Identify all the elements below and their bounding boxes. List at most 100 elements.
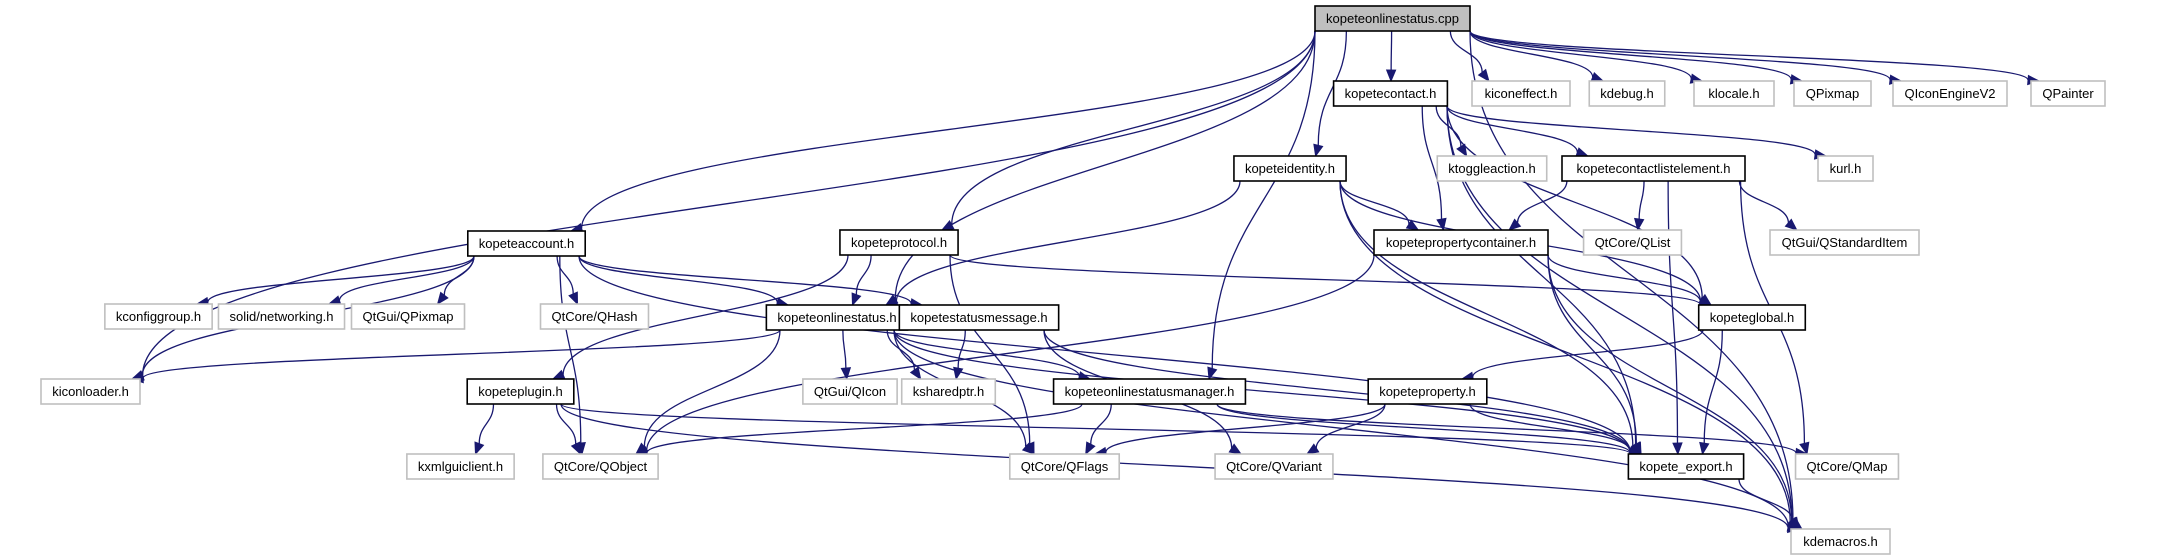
node-label: klocale.h — [1708, 86, 1759, 101]
node-kiconeffect-h[interactable]: kiconeffect.h — [1471, 80, 1571, 107]
node-kopeteidentity-h[interactable]: kopeteidentity.h — [1233, 155, 1347, 182]
node-kopeteproperty-h[interactable]: kopeteproperty.h — [1367, 378, 1488, 405]
node-box — [466, 230, 587, 257]
edge-kopeteprotocol-h-to-kopeteonlinestatus-h — [855, 254, 872, 295]
node-kopetepropertycontainer-h[interactable]: kopetepropertycontainer.h — [1373, 229, 1549, 256]
node-box — [1582, 229, 1683, 256]
node-kopetestatusmessage-h[interactable]: kopetestatusmessage.h — [898, 304, 1060, 331]
node-box — [1627, 453, 1745, 480]
node-klocale-h[interactable]: klocale.h — [1693, 80, 1775, 107]
node-label: kopetecontactlistelement.h — [1577, 161, 1731, 176]
edge-kopeteproperty-h-to-qtcore-qflags — [1105, 403, 1386, 453]
arrowhead-icon — [474, 441, 485, 456]
edge-kopeteglobal-h-to-kopete-export-h — [1703, 329, 1723, 444]
node-qtcore-qhash[interactable]: QtCore/QHash — [539, 303, 650, 330]
node-kdemacros-h[interactable]: kdemacros.h — [1790, 528, 1891, 555]
node-qtgui-qpixmap[interactable]: QtGui/QPixmap — [350, 303, 466, 330]
node-label: kopetestatusmessage.h — [910, 310, 1047, 325]
edge-kopeteonlinestatus-h-to-kdemacros-h — [893, 329, 1789, 527]
node-kiconloader-h[interactable]: kiconloader.h — [40, 378, 141, 405]
node-box — [406, 453, 515, 480]
node-qtcore-qobject[interactable]: QtCore/QObject — [542, 453, 659, 480]
node-ktoggleaction-h[interactable]: ktoggleaction.h — [1436, 155, 1548, 182]
node-label: QtCore/QVariant — [1226, 459, 1322, 474]
node-label: kopeteonlinestatusmanager.h — [1065, 384, 1235, 399]
node-box — [1314, 5, 1471, 32]
edge-kopeteonlinestatus-cpp-to-kopeteidentity-h — [1317, 30, 1348, 146]
node-qpainter[interactable]: QPainter — [2030, 80, 2106, 107]
node-kconfiggroup-h[interactable]: kconfiggroup.h — [104, 303, 213, 330]
node-label: QtCore/QList — [1595, 235, 1671, 250]
node-qtcore-qmap[interactable]: QtCore/QMap — [1794, 453, 1900, 480]
arrowhead-icon — [953, 366, 964, 381]
edge-kopeteonlinestatus-h-to-kopeteonlinestatusmanager-h — [893, 329, 1080, 377]
edge-kopetecontact-h-to-kopeteglobal-h — [1446, 105, 1703, 299]
node-label: QtCore/QMap — [1807, 459, 1888, 474]
node-solid-networking-h[interactable]: solid/networking.h — [217, 303, 346, 330]
arrowhead-icon — [1228, 443, 1243, 455]
node-qtcore-qvariant[interactable]: QtCore/QVariant — [1214, 453, 1334, 480]
node-kdebug-h[interactable]: kdebug.h — [1588, 80, 1666, 107]
node-box — [1697, 304, 1807, 331]
node-label: ktoggleaction.h — [1448, 161, 1535, 176]
edge-kopeteonlinestatus-cpp-to-kdebug-h — [1469, 30, 1594, 78]
node-kopeteplugin-h[interactable]: kopeteplugin.h — [466, 378, 575, 405]
node-qtgui-qstandarditem[interactable]: QtGui/QStandardItem — [1769, 229, 1920, 256]
node-kopeteonlinestatus-h[interactable]: kopeteonlinestatus.h — [765, 304, 909, 331]
node-kopeteglobal-h[interactable]: kopeteglobal.h — [1697, 304, 1807, 331]
node-label: kopetecontact.h — [1345, 86, 1437, 101]
node-label: QtGui/QPixmap — [362, 309, 453, 324]
edge-kopetepropertycontainer-h-to-kopeteglobal-h — [1547, 254, 1702, 302]
node-kxmlguiclient-h[interactable]: kxmlguiclient.h — [406, 453, 515, 480]
node-label: kxmlguiclient.h — [418, 459, 503, 474]
node-label: QPixmap — [1806, 86, 1859, 101]
edge-kopeteplugin-h-to-kxmlguiclient-h — [478, 403, 495, 444]
node-kopeteaccount-h[interactable]: kopeteaccount.h — [466, 230, 587, 257]
edge-kopeteprotocol-h-to-kopeteglobal-h — [949, 254, 1701, 305]
edge-kopeteonlinestatus-cpp-to-kopeteprotocol-h — [951, 30, 1316, 225]
node-qtcore-qflags[interactable]: QtCore/QFlags — [1008, 453, 1121, 480]
node-kopete-export-h[interactable]: kopete_export.h — [1627, 453, 1745, 480]
node-kopeteonlinestatus-cpp[interactable]: kopeteonlinestatus.cpp — [1314, 5, 1471, 32]
node-box — [542, 453, 659, 480]
node-box — [900, 378, 997, 405]
node-kopeteprotocol-h[interactable]: kopeteprotocol.h — [839, 229, 959, 256]
node-label: solid/networking.h — [229, 309, 333, 324]
node-label: QtCore/QHash — [552, 309, 638, 324]
node-label: kopeteglobal.h — [1710, 310, 1795, 325]
node-label: kopete_export.h — [1639, 459, 1732, 474]
arrowhead-icon — [851, 292, 862, 307]
node-kopeteonlinestatusmanager-h[interactable]: kopeteonlinestatusmanager.h — [1052, 378, 1247, 405]
edge-kopeteglobal-h-to-kopeteproperty-h — [1472, 329, 1704, 378]
node-qpixmap[interactable]: QPixmap — [1793, 80, 1872, 107]
node-qtcore-qlist[interactable]: QtCore/QList — [1582, 229, 1683, 256]
edge-kopetecontactlistelement-h-to-kopetepropertycontainer-h — [1516, 180, 1568, 223]
node-box — [350, 303, 466, 330]
node-label: kopeteproperty.h — [1379, 384, 1476, 399]
node-label: kopeteonlinestatus.cpp — [1326, 11, 1459, 26]
edge-kopetepropertycontainer-h-to-qtcore-qobject — [645, 254, 1375, 452]
edge-kopetestatusmessage-h-to-ksharedptr-h — [957, 329, 966, 369]
node-kurl-h[interactable]: kurl.h — [1817, 155, 1874, 182]
node-kopetecontactlistelement-h[interactable]: kopetecontactlistelement.h — [1561, 155, 1746, 182]
edge-kopeteonlinestatus-cpp-to-kiconeffect-h — [1449, 30, 1483, 73]
node-box — [839, 229, 959, 256]
edge-kopeteproperty-h-to-kopete-export-h — [1469, 403, 1632, 452]
node-qtgui-qicon[interactable]: QtGui/QIcon — [802, 378, 898, 405]
node-label: QIconEngineV2 — [1904, 86, 1995, 101]
node-label: kiconloader.h — [52, 384, 129, 399]
edge-kopeteaccount-h-to-kopete-export-h — [578, 255, 1631, 452]
node-box — [466, 378, 575, 405]
edge-kopeteaccount-h-to-qtcore-qhash — [556, 255, 574, 294]
arrowhead-icon — [1789, 517, 1803, 530]
node-box — [898, 304, 1060, 331]
node-qiconenginev2[interactable]: QIconEngineV2 — [1892, 80, 2008, 107]
node-box — [802, 378, 898, 405]
node-kopetecontact-h[interactable]: kopetecontact.h — [1332, 80, 1449, 107]
node-ksharedptr-h[interactable]: ksharedptr.h — [900, 378, 997, 405]
node-box — [104, 303, 213, 330]
arrowhead-icon — [1456, 143, 1468, 158]
node-box — [1052, 378, 1247, 405]
edge-kopeteaccount-h-to-kopetestatusmessage-h — [578, 255, 912, 304]
edge-kopeteonlinestatus-cpp-to-qpainter — [1469, 30, 2029, 81]
